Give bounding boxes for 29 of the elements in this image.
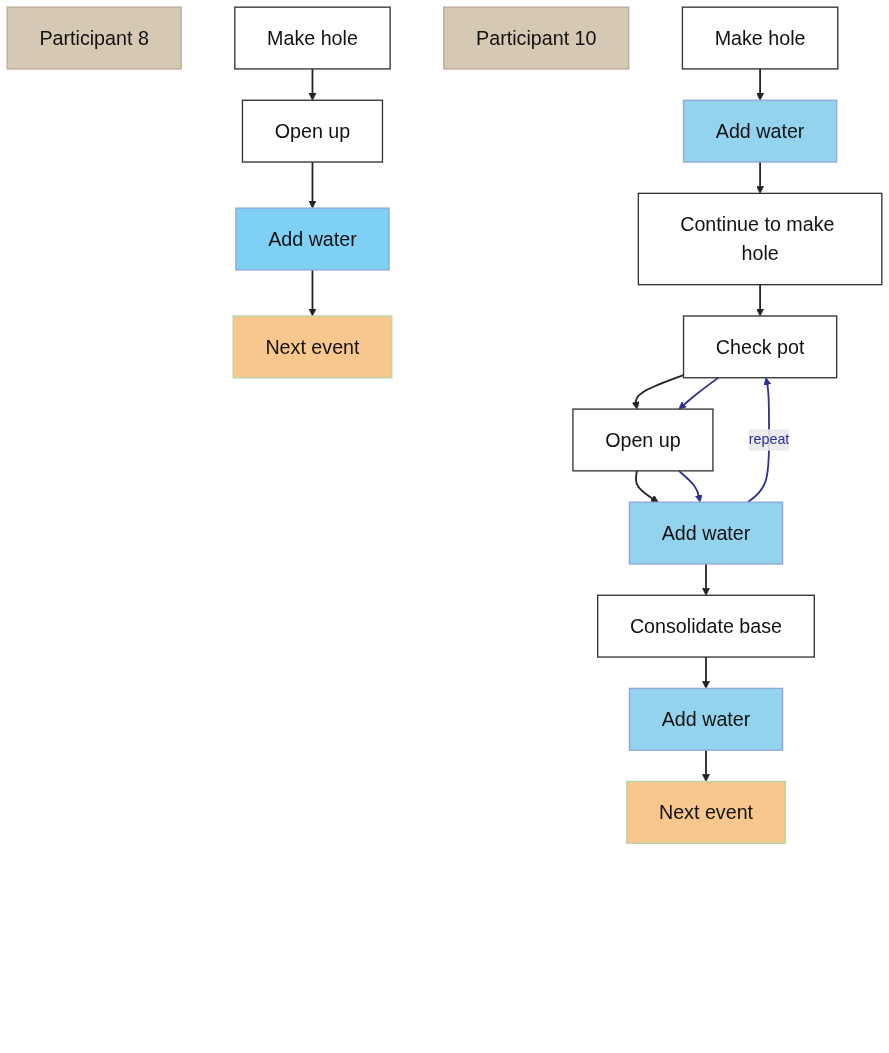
arrow: [631, 374, 685, 410]
node-box: Next event: [232, 315, 393, 379]
node-box: Open up: [241, 99, 384, 163]
edge-label: repeat: [748, 431, 790, 448]
node-box: Make hole: [234, 6, 391, 70]
node-box: Consolidate base: [597, 594, 815, 658]
node-box: Make hole: [681, 6, 839, 70]
arrow: [677, 469, 703, 503]
node-box: Continue to make hole: [637, 192, 883, 286]
node-box: Add water: [682, 99, 838, 163]
node-box: Add water: [628, 687, 784, 751]
arrow: [702, 749, 710, 782]
node-box: Participant 8: [6, 6, 182, 70]
node-box: Next event: [626, 780, 786, 844]
node-box: Check pot: [682, 315, 838, 379]
arrow: [756, 68, 765, 101]
arrow: [756, 283, 765, 317]
arrow: [308, 68, 317, 101]
arrow: [702, 656, 710, 689]
arrow: [635, 469, 659, 503]
arrow: [678, 376, 720, 410]
node-box: Add water: [628, 501, 784, 565]
arrow: [308, 161, 317, 209]
node-box: Add water: [235, 207, 390, 271]
arrow: [756, 161, 765, 194]
node-box: Open up: [572, 408, 714, 472]
arrow: [308, 269, 317, 317]
node-box: Participant 10: [443, 6, 630, 70]
arrow: [702, 563, 710, 596]
